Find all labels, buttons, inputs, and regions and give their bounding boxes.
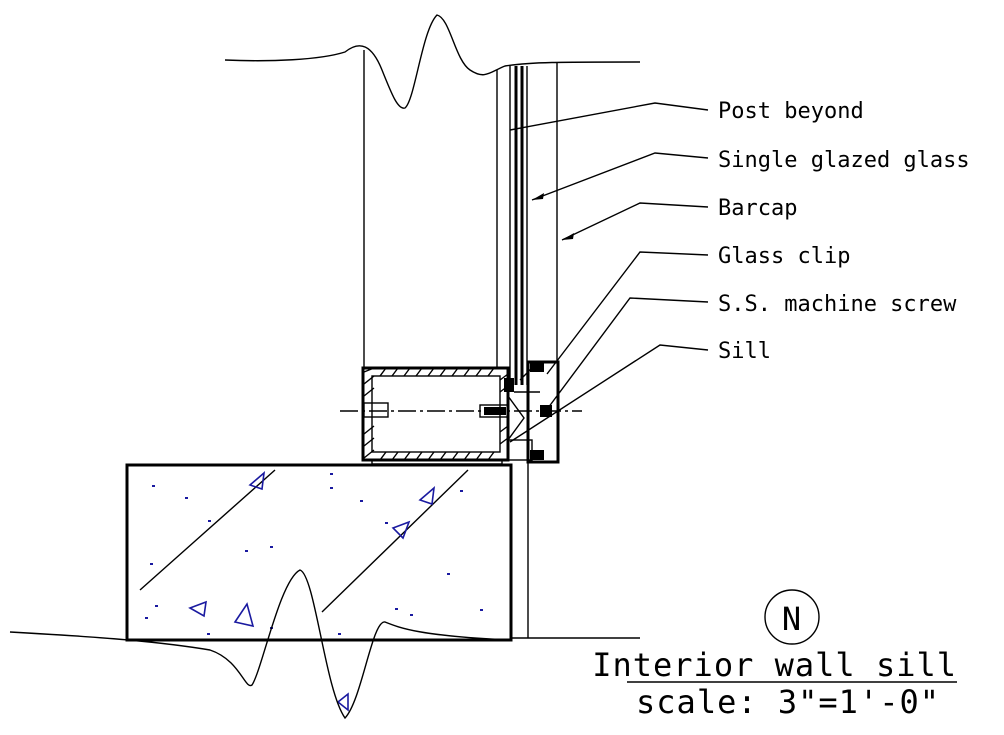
callout-ss-machine-screw: S.S. machine screw <box>718 292 957 317</box>
drawing-title: Interior wall sill <box>592 646 957 684</box>
drawing-scale: scale: 3"=1'-0" <box>636 683 940 721</box>
top-break-line <box>224 14 641 109</box>
callout-glass-clip: Glass clip <box>718 244 850 269</box>
north-marker-label: N <box>782 600 802 638</box>
callout-sill: Sill <box>718 339 771 364</box>
callout-post-beyond: Post beyond <box>718 99 864 124</box>
callout-barcap: Barcap <box>718 196 797 221</box>
leader-lines <box>509 102 709 443</box>
callout-single-glazed-glass: Single glazed glass <box>718 148 970 173</box>
concrete-curb <box>125 463 513 712</box>
north-marker-circle <box>764 589 820 645</box>
bottom-break-line <box>9 569 512 720</box>
barcap-assembly <box>504 360 560 464</box>
glass-lines <box>509 66 528 385</box>
